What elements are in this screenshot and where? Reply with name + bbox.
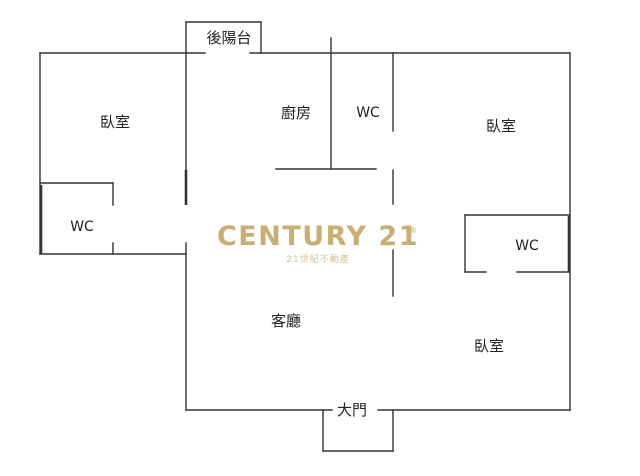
walls: [39, 21, 571, 452]
watermark-subtitle: 21世紀不動產: [286, 253, 349, 265]
century21-watermark: CENTURY 21 ® 21世紀不動產: [217, 221, 419, 265]
label-bedroom-top-left: 臥室: [100, 113, 130, 131]
label-bedroom-top-right: 臥室: [486, 117, 516, 135]
room-labels: 後陽台 臥室 廚房 WC 臥室 WC WC 客廳 臥室 大門: [70, 29, 539, 419]
label-bedroom-bottom-right: 臥室: [474, 337, 504, 355]
label-wc-left: WC: [70, 219, 94, 235]
label-living-room: 客廳: [271, 312, 301, 330]
label-main-door: 大門: [337, 401, 367, 419]
label-kitchen: 廚房: [281, 104, 311, 122]
watermark-brand: CENTURY 21: [217, 221, 419, 252]
watermark-registered: ®: [409, 226, 417, 235]
label-wc-right: WC: [515, 238, 539, 254]
label-back-balcony: 後陽台: [206, 29, 251, 47]
label-wc-center: WC: [356, 105, 380, 121]
